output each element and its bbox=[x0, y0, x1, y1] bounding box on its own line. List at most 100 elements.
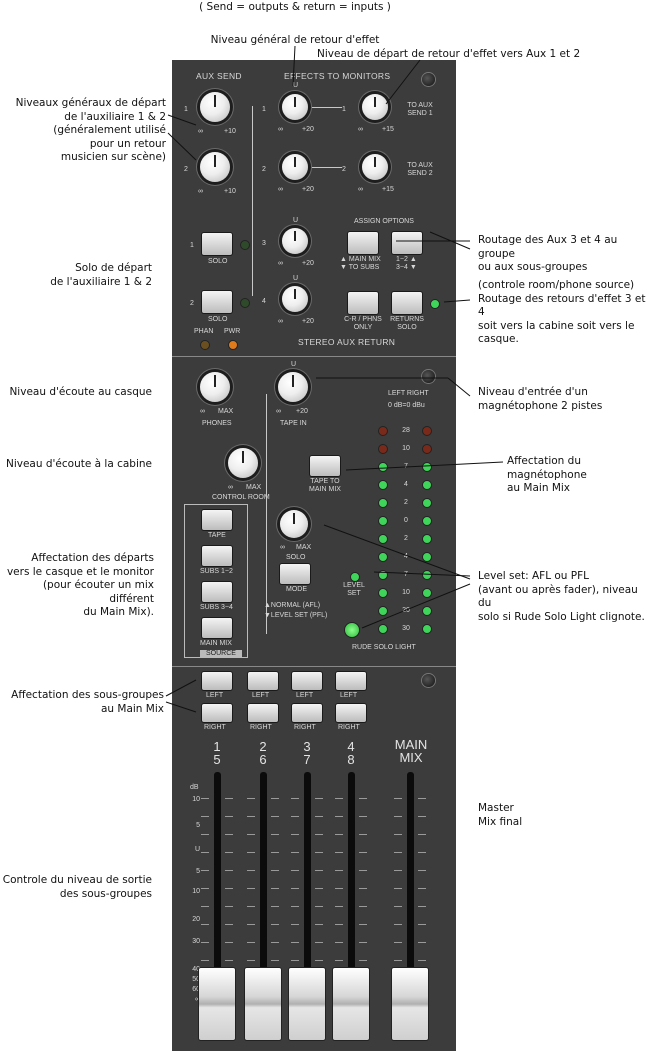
knob-min-label: ∞ bbox=[278, 186, 283, 193]
subgroup-fader[interactable] bbox=[199, 968, 235, 1040]
line: de l'auxiliaire 1 & 2 bbox=[64, 110, 166, 123]
subgroup-left-button[interactable] bbox=[248, 672, 278, 690]
solo-1-number: 1 bbox=[190, 242, 194, 249]
line: des sous-groupes bbox=[59, 887, 152, 900]
line: Mix final bbox=[478, 815, 523, 828]
line: (pour écouter un mix différent bbox=[42, 579, 154, 605]
tape-to-main-mix-button[interactable] bbox=[310, 456, 340, 476]
solo-label: SOLO bbox=[208, 316, 228, 323]
fader-tick bbox=[201, 942, 209, 943]
label-niveau-cabine: Niveau d'écoute à la cabine bbox=[5, 458, 152, 470]
fader-tick bbox=[418, 906, 426, 907]
subgroup-right-button[interactable] bbox=[202, 704, 232, 722]
tape-in-knob[interactable] bbox=[278, 372, 308, 402]
aux-return-4-knob[interactable] bbox=[282, 286, 308, 312]
knob-min-label: ∞ bbox=[358, 186, 363, 193]
level-set-label: LEVEL SET bbox=[342, 582, 366, 598]
fader-tick bbox=[225, 888, 233, 889]
subgroup-right-button[interactable] bbox=[336, 704, 366, 722]
main-fader-slot bbox=[407, 772, 414, 1002]
source-subs-1-2-button[interactable] bbox=[202, 546, 232, 566]
meter-left-right-label: LEFT RIGHT bbox=[388, 390, 429, 397]
fader-tick bbox=[247, 960, 255, 961]
meter-led-right bbox=[422, 444, 432, 454]
fader-tick bbox=[247, 942, 255, 943]
line: de l'auxiliaire 1 & 2 bbox=[50, 275, 152, 288]
subgroup-left-button[interactable] bbox=[292, 672, 322, 690]
effects-to-aux-1-knob[interactable] bbox=[362, 94, 388, 120]
knob-max-label: MAX bbox=[246, 484, 262, 491]
fader-tick bbox=[394, 852, 402, 853]
knob-indicator bbox=[294, 157, 296, 168]
fader-tick bbox=[271, 960, 279, 961]
subgroup-left-button[interactable] bbox=[336, 672, 366, 690]
main-mix-title: MAIN MIX bbox=[386, 738, 436, 764]
line: C-R / PHNS bbox=[344, 316, 382, 323]
subgroup-left-label: LEFT bbox=[296, 692, 314, 699]
effects-return-1-knob[interactable] bbox=[282, 94, 308, 120]
aux-return-3-knob[interactable] bbox=[282, 228, 308, 254]
u-label: U bbox=[293, 275, 299, 282]
subgroup-right-button[interactable] bbox=[248, 704, 278, 722]
knob-indicator bbox=[294, 97, 296, 108]
fader-tick bbox=[271, 870, 279, 871]
subgroup-fader[interactable] bbox=[289, 968, 325, 1040]
fader-tick bbox=[247, 798, 255, 799]
fader-tick bbox=[315, 924, 323, 925]
meter-scale-label: 2 bbox=[404, 535, 408, 542]
fader-scale-label: ∞ bbox=[195, 996, 200, 1003]
subgroup-left-button[interactable] bbox=[202, 672, 232, 690]
phones-knob[interactable] bbox=[200, 372, 230, 402]
mode-button[interactable] bbox=[280, 564, 310, 584]
meter-led-left bbox=[378, 588, 388, 598]
source-subs-3-4-button[interactable] bbox=[202, 582, 232, 602]
section-divider bbox=[172, 356, 456, 357]
source-tape-button[interactable] bbox=[202, 510, 232, 530]
subgroup-fader[interactable] bbox=[245, 968, 281, 1040]
knob-indicator bbox=[294, 231, 296, 242]
line: vers le casque et le monitor bbox=[6, 565, 154, 578]
aux-send-1-knob[interactable] bbox=[200, 92, 230, 122]
label-level-set: Level set: AFL ou PFL (avant ou après fa… bbox=[478, 570, 647, 624]
aux-2-label: 2 bbox=[184, 166, 188, 173]
screw bbox=[422, 73, 435, 86]
line: Routage des Aux 3 et 4 au groupe bbox=[478, 234, 618, 260]
subgroup-right-button[interactable] bbox=[292, 704, 322, 722]
knob-indicator bbox=[294, 289, 296, 300]
line: (controle room/phone source) bbox=[478, 279, 635, 291]
line: du Main Mix). bbox=[83, 606, 154, 618]
fader-tick bbox=[291, 798, 299, 799]
cr-phns-only-button[interactable] bbox=[348, 292, 378, 314]
line: SEND 1 bbox=[407, 110, 433, 117]
control-room-knob[interactable] bbox=[228, 448, 258, 478]
fx-1-label: 1 bbox=[262, 106, 266, 113]
returns-solo-led bbox=[430, 299, 440, 309]
returns-solo-button[interactable] bbox=[392, 292, 422, 314]
knob-indicator bbox=[293, 513, 295, 525]
line: TAPE TO bbox=[310, 478, 340, 485]
main-mix-to-subs-button[interactable] bbox=[348, 232, 378, 254]
knob-min-label: ∞ bbox=[198, 188, 203, 195]
solo-level-knob[interactable] bbox=[280, 510, 308, 538]
mixer-panel: AUX SEND EFFECTS TO MONITORS 1 ∞ +10 2 ∞… bbox=[172, 60, 456, 1051]
knob-max-label: +20 bbox=[302, 126, 314, 133]
subs-1-2-3-4-button[interactable] bbox=[392, 232, 422, 254]
aux-2-solo-button[interactable] bbox=[202, 291, 232, 313]
effects-to-aux-2-knob[interactable] bbox=[362, 154, 388, 180]
aux-send-2-knob[interactable] bbox=[200, 152, 230, 182]
fader-tick bbox=[315, 906, 323, 907]
subgroup-fader[interactable] bbox=[333, 968, 369, 1040]
main-mix-fader[interactable] bbox=[392, 968, 428, 1040]
effects-return-2-knob[interactable] bbox=[282, 154, 308, 180]
aux-1-solo-button[interactable] bbox=[202, 233, 232, 255]
subgroup-number-top: 1 bbox=[213, 739, 221, 754]
fader-tick bbox=[271, 852, 279, 853]
source-main-mix-button[interactable] bbox=[202, 618, 232, 638]
subgroup-number-bottom: 7 bbox=[303, 752, 311, 767]
fader-tick bbox=[271, 924, 279, 925]
subgroup-fader-slot bbox=[214, 772, 221, 1002]
power-led bbox=[228, 340, 238, 350]
arrow-line bbox=[312, 167, 342, 168]
